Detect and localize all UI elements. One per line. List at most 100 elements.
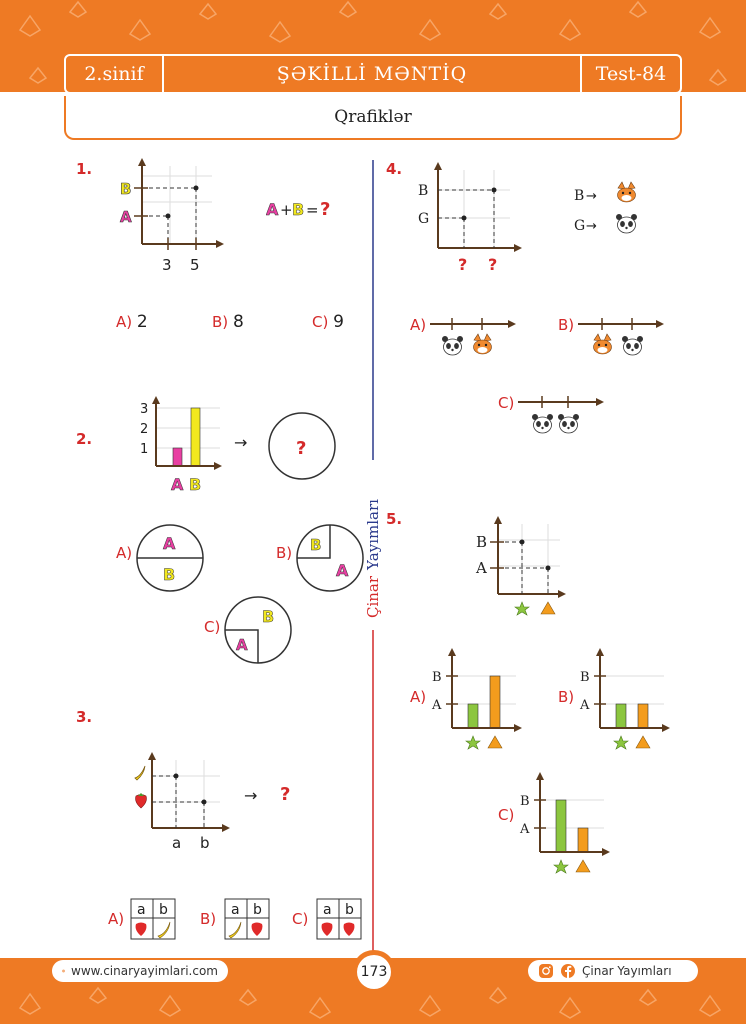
svg-text:A: A (579, 698, 590, 713)
q2-option-a[interactable]: A B (134, 522, 206, 594)
strawberry-icon (135, 922, 147, 936)
q3-arrow: → (244, 786, 258, 805)
banana-icon (134, 765, 146, 781)
q4-option-c[interactable] (516, 392, 608, 436)
q4-option-b[interactable] (576, 314, 668, 358)
q1-option-b[interactable]: B) 8 (212, 312, 244, 332)
q4-option-a[interactable] (428, 314, 520, 358)
q2-mystery-circle: ? (268, 412, 336, 480)
strawberry-icon (343, 922, 355, 936)
triangle-icon (487, 735, 503, 749)
triangle-icon (635, 735, 651, 749)
title-bar: 2.sinif ŞƏKİLLİ MƏNTİQ Test-84 (64, 54, 682, 94)
star-icon (465, 735, 481, 750)
q5-option-a[interactable]: B A (428, 646, 524, 752)
q2-option-c-label[interactable]: C) (204, 618, 221, 636)
svg-text:B: B (163, 565, 175, 584)
svg-text:+: + (280, 201, 293, 219)
grade-label: 2.sinif (66, 56, 164, 92)
svg-text:a: a (172, 834, 181, 852)
side-brand-navy: Yayımları (364, 499, 382, 571)
q1-x-label-5: 5 (190, 256, 200, 274)
svg-text:=: = (306, 201, 319, 219)
panda-icon (558, 414, 579, 434)
q1-x-label-3: 3 (162, 256, 172, 274)
globe-icon (62, 969, 65, 973)
q5-option-c[interactable]: B A (516, 770, 612, 876)
triangle-icon (540, 601, 556, 615)
svg-text:A: A (336, 561, 349, 580)
banana-icon (228, 921, 242, 939)
facebook-icon[interactable] (560, 963, 576, 979)
q4-graph: B G ? ? (418, 162, 522, 274)
side-brand-red: Çinar (364, 575, 382, 618)
q3-mystery: ? (280, 784, 291, 805)
q4-option-c-label[interactable]: C) (498, 394, 515, 412)
social-text: Çinar Yayımları (582, 964, 672, 978)
svg-text:ÇinarYayımları: Çinar Yayımları (364, 499, 382, 618)
svg-text:→: → (586, 219, 597, 234)
website-link[interactable]: www.cinaryayimlari.com (52, 960, 228, 982)
q2-bar-b (190, 407, 201, 467)
q3-option-a-label[interactable]: A) (108, 910, 125, 928)
svg-text:3: 3 (140, 402, 148, 417)
svg-text:G: G (574, 218, 585, 234)
q3-option-b-label[interactable]: B) (200, 910, 217, 928)
q4-option-a-label[interactable]: A) (410, 316, 427, 334)
q1-option-c[interactable]: C) 9 (312, 312, 344, 332)
svg-text:1: 1 (140, 442, 148, 457)
q3-option-c-label[interactable]: C) (292, 910, 309, 928)
star-icon (553, 859, 569, 874)
svg-text:a: a (231, 902, 240, 918)
svg-text:B: B (189, 475, 201, 494)
svg-text:2: 2 (140, 422, 148, 437)
page-number: 173 (357, 955, 391, 989)
cat-icon (617, 181, 636, 203)
svg-text:B: B (580, 670, 590, 685)
svg-text:?: ? (296, 438, 306, 459)
cat-icon (593, 333, 612, 355)
panda-icon (532, 414, 553, 434)
q3-graph: a b (134, 752, 230, 852)
panda-icon (442, 336, 463, 356)
panda-icon (616, 214, 637, 234)
svg-text:A: A (171, 475, 184, 494)
svg-text:?: ? (320, 199, 330, 220)
svg-text:A: A (266, 200, 279, 219)
q5-option-b-label[interactable]: B) (558, 688, 575, 706)
q1-equation: A + B = ? (266, 199, 330, 220)
q4-number: 4. (386, 160, 403, 178)
q5-option-a-label[interactable]: A) (410, 688, 427, 706)
svg-text:A: A (236, 636, 248, 654)
q4-option-b-label[interactable]: B) (558, 316, 575, 334)
q1-y-label-a: A (120, 208, 132, 226)
side-brand: Çinar Yayımları (360, 470, 386, 620)
q3-number: 3. (76, 708, 93, 726)
website-text: www.cinaryayimlari.com (71, 964, 218, 978)
svg-text:a: a (137, 902, 146, 918)
social-links[interactable]: Çinar Yayımları (528, 960, 698, 982)
panda-icon (622, 336, 643, 356)
q2-option-b-label[interactable]: B) (276, 544, 293, 562)
svg-text:b: b (253, 902, 262, 918)
svg-text:b: b (159, 902, 168, 918)
svg-text:B: B (574, 188, 584, 204)
instagram-icon[interactable] (538, 963, 554, 979)
triangle-icon (575, 859, 591, 873)
page-title: ŞƏKİLLİ MƏNTİQ (276, 63, 468, 85)
svg-text:B: B (292, 200, 304, 219)
q2-option-b[interactable]: B A (294, 522, 366, 594)
q1-graph: B A 3 5 (120, 158, 224, 274)
q5-option-c-label[interactable]: C) (498, 806, 515, 824)
q2-option-a-label[interactable]: A) (116, 544, 133, 562)
q1-option-a[interactable]: A) 2 (116, 312, 148, 332)
q1-number: 1. (76, 160, 93, 178)
q5-option-b[interactable]: B A (576, 646, 672, 752)
q2-option-c[interactable]: A B (222, 594, 294, 666)
banana-icon (157, 921, 171, 939)
strawberry-icon (321, 922, 333, 936)
strawberry-icon (135, 794, 147, 809)
